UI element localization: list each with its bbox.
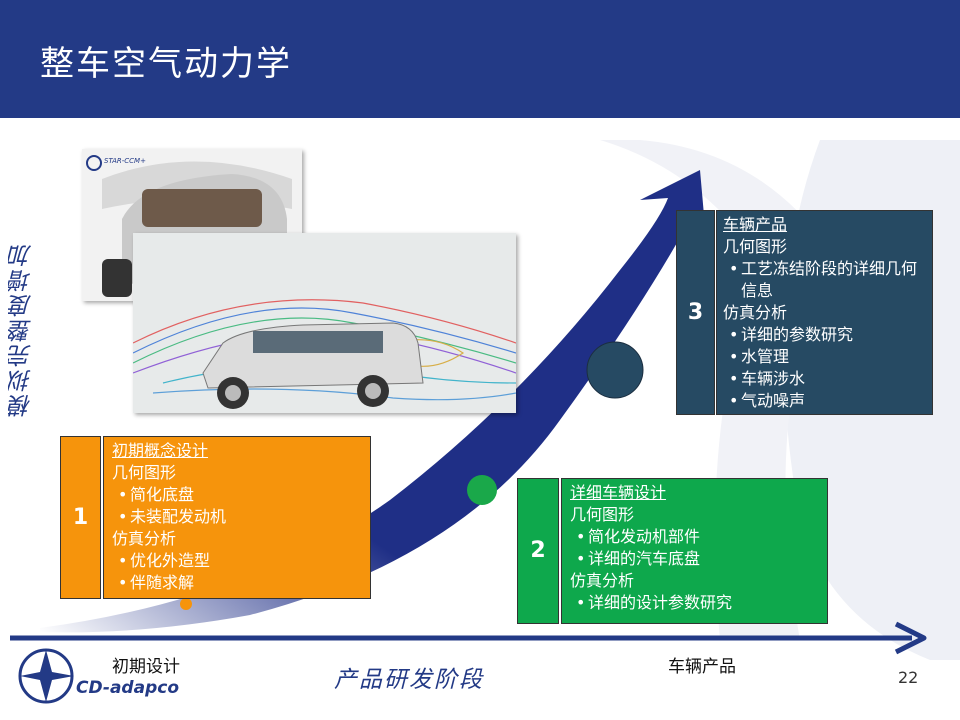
stage-2-item: 详细的设计参数研究	[570, 592, 819, 614]
stage-3-item: 车辆涉水	[723, 368, 926, 390]
stage-3-group-title: 几何图形	[723, 237, 788, 256]
stage-3-group-title: 仿真分析	[723, 303, 788, 322]
photo-logo-text: STAR-CCM+	[104, 157, 146, 165]
logo-text: CD-adapco	[76, 678, 179, 698]
stage-2-dot	[467, 475, 497, 505]
slide-title: 整车空气动力学	[40, 44, 292, 84]
cd-adapco-logo-icon	[18, 648, 74, 704]
stage-1-group-title: 几何图形	[112, 463, 177, 482]
stage-1-number: 1	[60, 436, 101, 599]
stage-3-item: 气动噪声	[723, 390, 926, 412]
car-streamline-image	[133, 233, 516, 413]
stage-2-box: 2 详细车辆设计 几何图形 简化发动机部件 详细的汽车底盘 仿真分析 详细的设计…	[517, 478, 828, 624]
stage-1-dot	[180, 598, 192, 610]
stage-2-number: 2	[517, 478, 559, 624]
x-axis-label: 产品研发阶段	[334, 667, 484, 693]
stage-2-item: 简化发动机部件	[570, 526, 819, 548]
stage-3-item: 水管理	[723, 346, 926, 368]
stage-1-item: 未装配发动机	[112, 506, 362, 528]
stage-3-item: 详细的参数研究	[723, 324, 926, 346]
x-end-label: 车辆产品	[668, 657, 736, 677]
stage-3-number: 3	[676, 210, 715, 415]
title-bar: 整车空气动力学	[0, 0, 960, 118]
stage-2-item: 详细的汽车底盘	[570, 548, 819, 570]
stage-3-item: 工艺冻结阶段的详细几何信息	[723, 258, 926, 302]
stage-3-heading: 车辆产品	[723, 215, 788, 234]
y-axis-label: 模拟完整度增加	[10, 242, 36, 418]
stage-1-item: 优化外造型	[112, 550, 362, 572]
stage-1-item: 简化底盘	[112, 484, 362, 506]
stage-2-group-title: 仿真分析	[570, 571, 635, 590]
page-number: 22	[898, 668, 919, 687]
stage-1-item: 伴随求解	[112, 572, 362, 594]
stage-1-group-title: 仿真分析	[112, 529, 177, 548]
stage-2-heading: 详细车辆设计	[570, 483, 667, 502]
stage-3-box: 3 车辆产品 几何图形 工艺冻结阶段的详细几何信息 仿真分析 详细的参数研究 水…	[676, 210, 933, 415]
progress-arrow	[40, 170, 706, 633]
stage-2-group-title: 几何图形	[570, 505, 635, 524]
stage-1-box: 1 初期概念设计 几何图形 简化底盘 未装配发动机 仿真分析 优化外造型 伴随求…	[60, 436, 371, 599]
x-start-label: 初期设计	[112, 657, 180, 677]
stage-3-dot	[586, 341, 644, 399]
stage-1-heading: 初期概念设计	[112, 441, 209, 460]
